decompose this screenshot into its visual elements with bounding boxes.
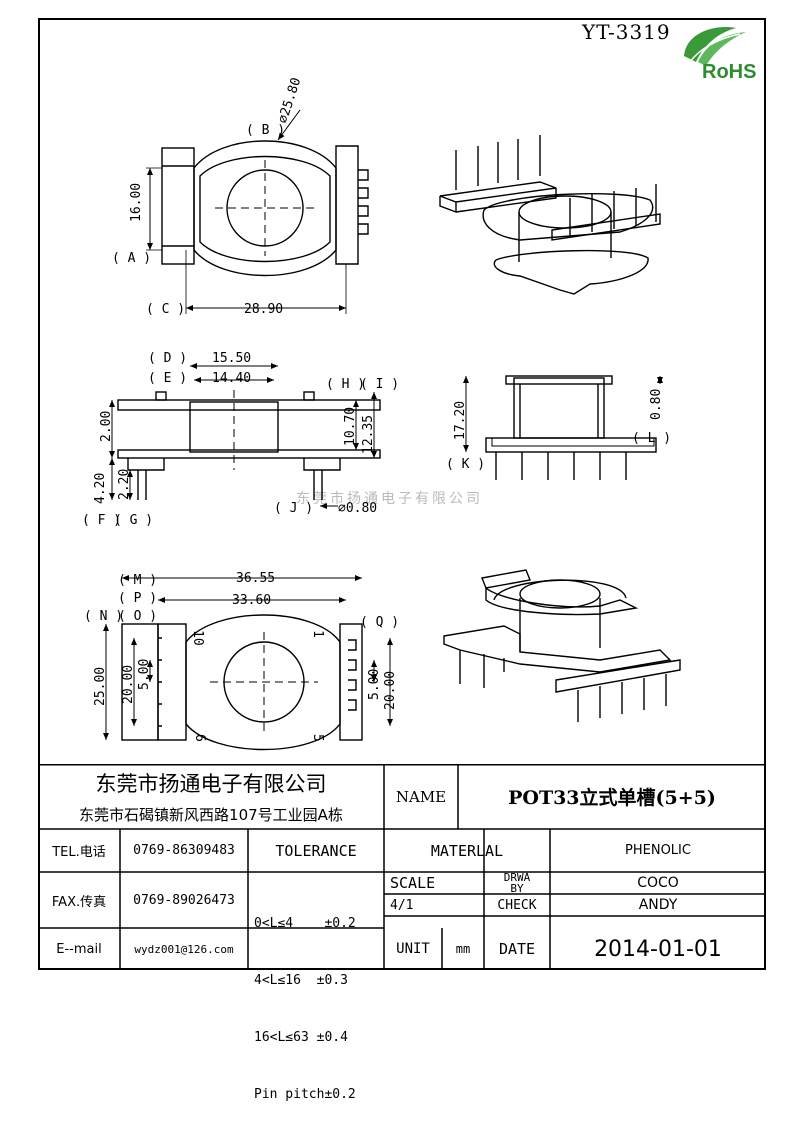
dim-thickness-l: 0.80 [649, 389, 664, 420]
title-block: 东莞市扬通电子有限公司 东莞市石碣镇新风西路107号工业园A栋 NAME POT… [38, 764, 766, 1102]
top-view [146, 109, 369, 314]
pin-label-5: 5 [310, 734, 325, 742]
technical-drawing: ( B ) ⌀25.80 16.00 ( A ) ( C ) 28.90 ( D… [82, 76, 681, 751]
dim-right-span: 20.00 [383, 671, 398, 710]
date-label: DATE [498, 940, 536, 958]
check-value: ANDY [638, 897, 678, 913]
dim-left-pitch: 5.00 [137, 659, 152, 690]
fax-label: FAX.传真 [51, 894, 107, 910]
dim-height-a: 16.00 [129, 183, 144, 222]
dim-width-c: 28.90 [244, 302, 283, 317]
label-a: ( A ) [112, 251, 151, 266]
dim-d: 15.50 [212, 351, 251, 366]
dim-overall-height: 25.00 [93, 667, 108, 706]
dim-diameter: ⌀25.80 [276, 76, 305, 125]
dim-right-pitch: 5.00 [367, 669, 382, 700]
label-o: ( O ) [118, 609, 157, 624]
right-side-view [463, 375, 663, 480]
drawn-by-value: COCO [637, 875, 679, 891]
material-label: MATERLAL [430, 841, 504, 860]
drawn-by-label-1: DRWA [503, 871, 531, 884]
dim-pin-g: 2.20 [117, 469, 132, 500]
fax-value: 0769-89026473 [133, 892, 235, 908]
label-c: ( C ) [146, 302, 185, 317]
rohs-text: RoHS [702, 61, 756, 82]
tolerance-row: 0<L≤4 ±0.2 [254, 916, 356, 931]
pin-label-1: 1 [310, 630, 325, 638]
part-number: YT-3319 [582, 20, 671, 44]
tel-value: 0769-86309483 [133, 843, 235, 858]
label-i: ( I ) [360, 377, 399, 392]
label-b: ( B ) [246, 123, 285, 138]
dim-flange: 2.00 [99, 411, 114, 442]
label-m: ( M ) [118, 573, 157, 588]
label-g: ( G ) [114, 513, 153, 528]
label-j: ( J ) [274, 501, 313, 516]
material-value: PHENOLIC [625, 843, 691, 858]
tolerance-label: TOLERANCE [275, 841, 357, 860]
side-view [109, 363, 381, 509]
pin-label-10: 10 [190, 630, 205, 646]
dim-pin-span: 33.60 [232, 593, 271, 608]
drawing-frame [38, 18, 766, 970]
rohs-logo: RoHS [684, 27, 756, 82]
label-d: ( D ) [148, 351, 187, 366]
date-value: 2014-01-01 [594, 936, 722, 962]
tolerance-row: Pin pitch±0.2 [254, 1087, 356, 1102]
dim-height-k: 17.20 [453, 401, 468, 440]
dim-pin-f: 4.20 [93, 473, 108, 504]
unit-value: mm [455, 942, 471, 956]
label-h: ( H ) [326, 377, 365, 392]
check-label: CHECK [497, 897, 537, 913]
drawn-by-label: DRWA BY [484, 872, 550, 894]
iso-view-top [439, 135, 661, 295]
email-value: wydz001@126.com [134, 942, 234, 956]
drawn-by-label-2: BY [510, 882, 524, 895]
part-name: POT33立式单槽(5+5) [508, 787, 716, 809]
tolerance-row: 16<L≤63 ±0.4 [254, 1030, 348, 1045]
label-k: ( K ) [446, 457, 485, 472]
label-e: ( E ) [148, 371, 187, 386]
dim-height-h: 10.70 [343, 407, 358, 446]
scale-value: 4/1 [390, 897, 414, 913]
tolerance-table: 0<L≤4 ±0.2 4<L≤16 ±0.3 16<L≤63 ±0.4 Pin … [254, 876, 382, 1142]
label-l: ( L ) [632, 431, 671, 446]
iso-view-bottom [443, 569, 681, 722]
label-q: ( Q ) [360, 615, 399, 630]
title-block-grid [38, 764, 766, 970]
label-p: ( P ) [118, 591, 157, 606]
name-label: NAME [395, 787, 447, 806]
tel-label: TEL.电话 [52, 845, 106, 860]
label-f: ( F ) [82, 513, 121, 528]
email-label: E--mail [56, 941, 102, 957]
unit-label: UNIT [396, 941, 430, 957]
bottom-view [103, 575, 393, 751]
pin-label-6: 6 [192, 734, 207, 742]
label-n: ( N ) [84, 609, 123, 624]
dim-overall-width: 36.55 [236, 571, 275, 586]
dim-pin-dia: ⌀0.80 [338, 501, 377, 516]
tolerance-row: 4<L≤16 ±0.3 [254, 973, 348, 988]
dim-e: 14.40 [212, 371, 251, 386]
company-address: 东莞市石碣镇新风西路107号工业园A栋 [79, 805, 343, 824]
dim-height-i: 12.35 [361, 415, 376, 454]
watermark: 东莞市扬通电子有限公司 [296, 491, 483, 507]
company-name: 东莞市扬通电子有限公司 [95, 772, 327, 796]
scale-label: SCALE [390, 874, 436, 892]
dim-left-span: 20.00 [121, 665, 136, 704]
